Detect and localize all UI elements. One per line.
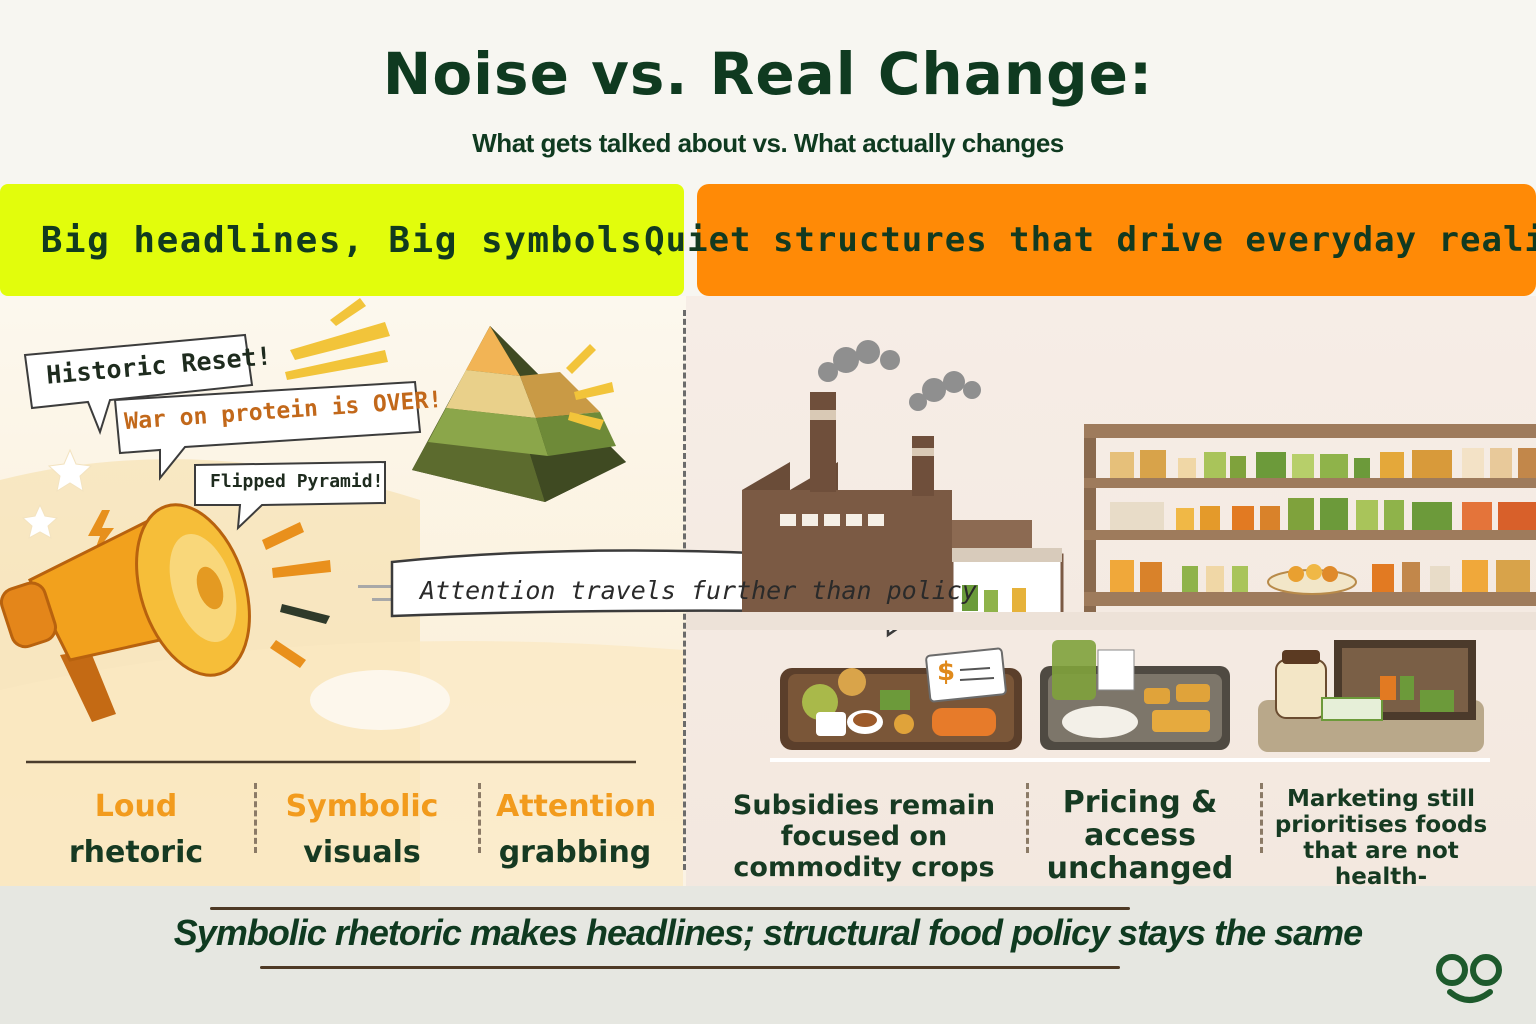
metric-divider <box>478 783 481 853</box>
left-metric-symbolic: Symbolic visuals <box>285 789 439 870</box>
food-pyramid-icon <box>412 326 626 502</box>
illustration-scene <box>0 298 1536 886</box>
price-tag-icon <box>925 647 1007 703</box>
speech-bubble-historic <box>23 333 254 435</box>
star-icon <box>21 448 93 539</box>
metric-divider <box>1026 783 1029 853</box>
metric-divider <box>254 783 257 853</box>
grocery-shelf-icon <box>1084 424 1536 618</box>
footer-caption: Symbolic rhetoric makes headlines; struc… <box>173 912 1363 953</box>
food-tray-icon <box>1258 640 1484 752</box>
metric-divider <box>1260 783 1263 853</box>
arrow-label: Attention travels further than policy <box>420 576 977 605</box>
speech-bubble-war <box>113 380 422 481</box>
left-metric-loud: Loud rhetoric <box>68 789 204 870</box>
speech-bubble-flipped <box>194 460 386 531</box>
factory-icon <box>742 392 1064 620</box>
price-tag-symbol: $ <box>937 657 956 687</box>
bubble-flipped-text: Flipped Pyramid! <box>210 471 384 492</box>
left-metric-attention: Attention grabbing <box>496 789 657 870</box>
brand-logo-icon <box>1436 954 1502 1003</box>
page-subtitle: What gets talked about vs. What actually… <box>472 128 1064 158</box>
right-metric-pricing: Pricing & access unchanged <box>1046 785 1234 886</box>
right-metric-subsidies: Subsidies remain focused on commodity cr… <box>732 790 996 883</box>
megaphone-icon <box>0 503 251 722</box>
footer-underline-bottom <box>260 966 1120 969</box>
footer-underline-top <box>210 907 1130 910</box>
right-panel-header: Quiet structures that drive everyday rea… <box>644 184 1536 296</box>
lightning-icon <box>88 510 114 558</box>
left-panel-header: Big headlines, Big symbols <box>0 184 684 296</box>
page-title: Noise vs. Real Change: <box>382 40 1154 108</box>
food-tray-icon <box>1040 640 1230 750</box>
